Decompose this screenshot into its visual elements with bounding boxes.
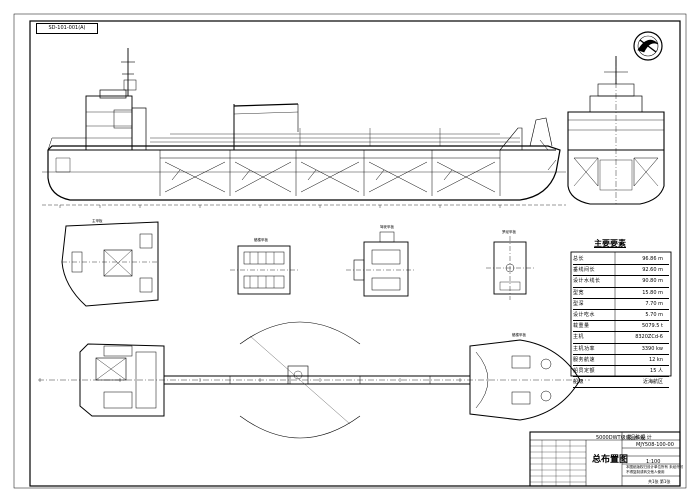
spec-value: 7.70 m — [645, 300, 663, 307]
spec-table-frame — [570, 251, 672, 377]
spec-name: 型宽 — [573, 289, 585, 296]
title-block-note: 本图纸版权归设计单位所有 未经许可 — [626, 465, 684, 469]
bridge-deck-caption: 驾驶甲板 — [380, 225, 394, 229]
spec-name: 型深 — [573, 300, 585, 307]
spec-value: 92.60 m — [642, 267, 663, 274]
spec-value: 3390 kw — [641, 345, 663, 352]
profile-view — [42, 48, 566, 208]
spec-row: 垂线间长 92.60 m — [573, 265, 669, 277]
spec-name: 垂线间长 — [573, 267, 596, 274]
spec-name: 船员定额 — [573, 367, 596, 374]
spec-value: 12 kn — [648, 356, 663, 363]
spec-name: 总长 — [573, 256, 585, 262]
poop-deck-plan — [61, 221, 159, 307]
company-logo-icon — [633, 31, 663, 61]
spec-row: 设计水线长 90.80 m — [573, 276, 669, 288]
title-block-sheet: 共1张 第1张 — [648, 479, 671, 484]
spec-name: 服务航速 — [573, 356, 596, 363]
compass-deck-caption: 罗经甲板 — [502, 230, 516, 234]
sheet-border-inner — [29, 20, 681, 487]
spec-value: 近海航区 — [642, 379, 663, 386]
spec-row: 船级 近海航区 — [573, 377, 669, 389]
forecastle-deck-plan-small — [230, 245, 298, 295]
drawing-code-label: SD-101-001(A) — [36, 23, 98, 34]
spec-row: 主机功率 3390 kw — [573, 344, 669, 355]
bridge-deck-plan — [346, 231, 416, 297]
spec-row: 船员定额 15 人 — [573, 366, 669, 378]
title-block-frame — [529, 431, 681, 487]
spec-name: 主机功率 — [573, 345, 596, 352]
main-deck-plan — [38, 321, 590, 439]
title-block-title: 总布置图 — [592, 455, 629, 465]
title-block-note: 不得复制或转交他人使用 — [626, 470, 665, 474]
spec-value: 8320ZCd-6 — [635, 334, 663, 341]
spec-value: 5.70 m — [645, 311, 663, 318]
spec-table-heading: 主要要素 — [594, 239, 626, 248]
spec-value: 96.86 m — [642, 256, 663, 262]
spec-row: 型宽 15.80 m — [573, 288, 669, 299]
poop-deck-caption: 主甲板 — [92, 219, 103, 223]
spec-name: 设计水线长 — [573, 278, 601, 285]
title-block-drawing-number: MJY508-100-00 — [636, 442, 674, 448]
sheet-border-outer — [13, 13, 687, 489]
spec-row: 载重量 5079.5 t — [573, 321, 669, 333]
spec-name: 船级 — [573, 379, 585, 386]
body-plan-view — [567, 56, 665, 205]
spec-name: 设计吃水 — [573, 311, 596, 318]
main-deck-caption: 艏楼甲板 — [512, 333, 526, 337]
spec-value: 90.80 m — [642, 278, 663, 285]
spec-value: 15 人 — [650, 367, 663, 374]
spec-name: 主机 — [573, 334, 585, 341]
spec-row: 服务航速 12 kn — [573, 355, 669, 366]
spec-row: 总长 96.86 m — [573, 254, 669, 266]
spec-table: 总长 96.86 m 垂线间长 92.60 m 设计水线长 90.80 m 型宽 15.… — [573, 254, 669, 389]
title-block-stage: 技 术 设 计 — [627, 435, 652, 441]
spec-row: 型深 7.70 m — [573, 299, 669, 310]
spec-name: 载重量 — [573, 323, 590, 330]
spec-row: 设计吃水 5.70 m — [573, 310, 669, 322]
compass-deck-plan — [486, 236, 534, 300]
title-block-scale: 1:100 — [646, 459, 661, 465]
forecastle-deck-caption: 艏楼甲板 — [254, 238, 268, 242]
spec-value: 5079.5 t — [641, 323, 663, 330]
spec-value: 15.80 m — [642, 289, 663, 296]
spec-row: 主机 8320ZCd-6 — [573, 332, 669, 344]
title-block-vessel: 5000DWT级成品油船 — [596, 435, 646, 441]
